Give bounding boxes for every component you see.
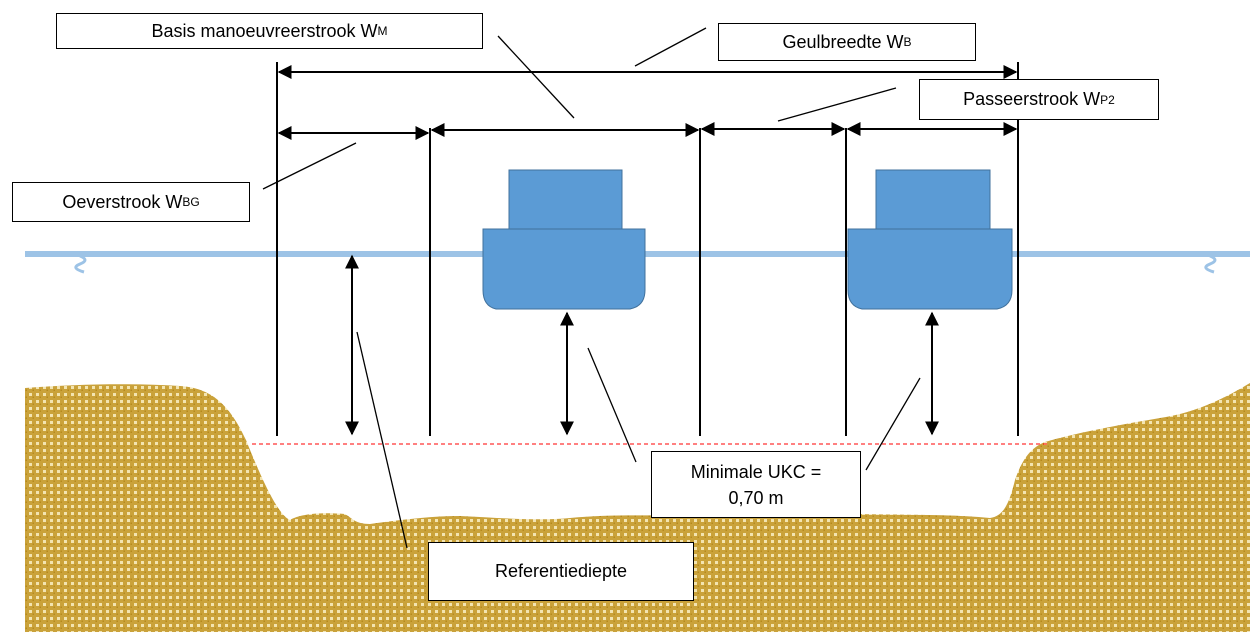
seabed bbox=[25, 383, 1250, 632]
leader-lines bbox=[262, 27, 921, 549]
label-referentiediepte: Referentiediepte bbox=[428, 542, 694, 601]
label-minimale-ukc: Minimale UKC = 0,70 m bbox=[651, 451, 861, 518]
width-arrows bbox=[277, 65, 1018, 140]
ship-right bbox=[847, 169, 1013, 310]
ship-left bbox=[482, 169, 646, 310]
depth-arrows bbox=[345, 254, 939, 436]
strip-boundary-lines bbox=[276, 62, 1019, 436]
